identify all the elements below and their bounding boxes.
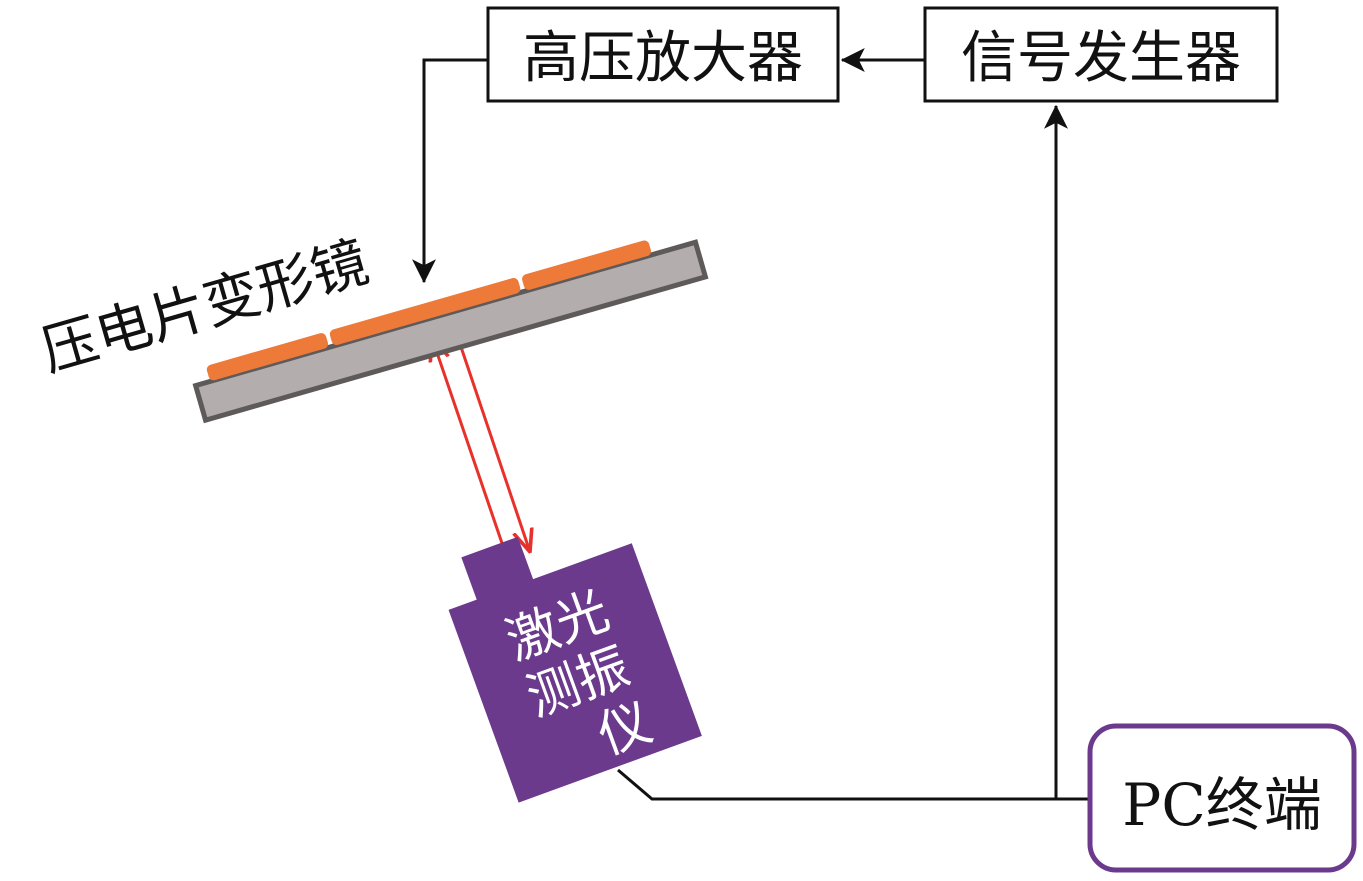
high-voltage-amplifier-box <box>486 6 840 103</box>
connections <box>412 48 1090 801</box>
laser-beams <box>432 338 530 552</box>
laser-beam-down <box>456 337 530 552</box>
pc-terminal-box <box>1087 723 1357 873</box>
edge-amplifier-to-mirror <box>412 58 488 284</box>
pc-terminal-label: PC终端 <box>1122 771 1321 839</box>
node-high-voltage-amplifier: 高压放大器 <box>486 6 840 103</box>
node-signal-generator: 信号发生器 <box>923 6 1279 103</box>
node-pc-terminal: PC终端 <box>1087 723 1357 873</box>
signal-generator-box <box>923 6 1279 103</box>
high-voltage-amplifier-label: 高压放大器 <box>523 26 803 91</box>
piezo-segment-1 <box>206 333 329 381</box>
signal-generator-label: 信号发生器 <box>961 26 1241 91</box>
laser-beam-up <box>432 338 507 553</box>
edge-vibrometer-to-pc <box>617 768 1090 801</box>
piezo-segment-2 <box>329 277 521 345</box>
piezo-segment-3 <box>522 240 652 290</box>
vibrometer-body <box>448 543 702 803</box>
node-piezo-deformable-mirror: 压电片变形镜 <box>34 230 709 424</box>
node-laser-vibrometer: 激光 测振 仪 <box>448 536 702 803</box>
